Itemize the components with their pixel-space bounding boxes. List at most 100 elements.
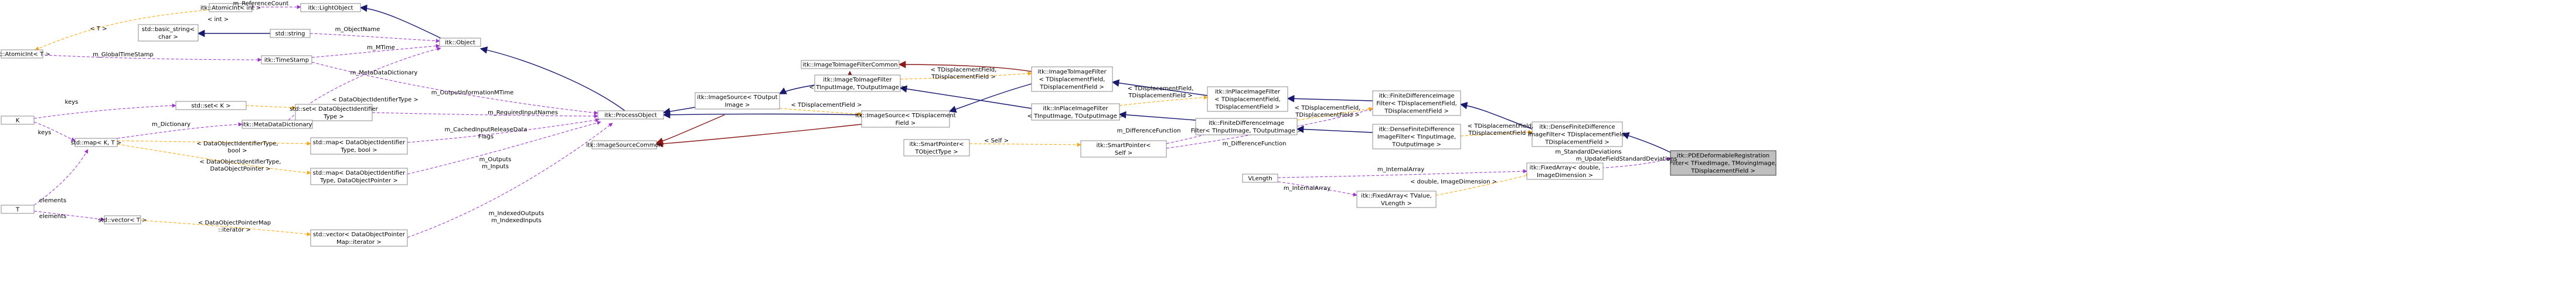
edge-label-l_difffn2: m_DifferenceFunction xyxy=(1223,141,1287,147)
edge-label-l_self: < Self > xyxy=(984,138,1009,144)
node-box-fdTDF[interactable] xyxy=(1372,90,1461,116)
edge-label-l_dblimg: < double, ImageDimension > xyxy=(1410,179,1497,185)
node-label-setDOI: Type > xyxy=(323,114,344,120)
node-box-T[interactable] xyxy=(1,205,35,214)
edge-label-l_dict: m_Dictionary xyxy=(152,121,190,128)
node-box-mapDOIbool[interactable] xyxy=(310,137,408,155)
node-label-dfdTIn: ImageFilter< TInputImage, xyxy=(1377,134,1456,141)
edge-label-l_keys2: keys xyxy=(38,130,52,136)
edge-label-l_tdf5b: TDisplacementField > xyxy=(1468,130,1533,137)
node-box-fixedarrayTV[interactable] xyxy=(1356,191,1437,208)
node-label-imagesourceTDF: Field > xyxy=(896,120,916,127)
text-layer: itk::AtomicInt< int >itk::LightObjectstd… xyxy=(0,5,1777,246)
node-box-processobject[interactable] xyxy=(597,110,664,120)
edge-label-l_inputs: m_Inputs xyxy=(482,164,509,170)
edge-label-l_doit_bool2: bool > xyxy=(228,148,247,154)
node-box-inplaceTDF[interactable] xyxy=(1207,86,1288,112)
edge-compose-timestamp-processobject xyxy=(311,62,598,115)
edge-label-l_tdf3a: < TDisplacementField, xyxy=(1128,86,1194,92)
node-box-object[interactable] xyxy=(439,38,481,47)
edge-label-l_int: < int > xyxy=(207,16,229,23)
node-label-smartpointerSelf: Self > xyxy=(1115,150,1132,157)
edge-inherit-imagetoimageTIn-imagesourceTOut xyxy=(778,84,815,94)
node-box-mapKT[interactable] xyxy=(74,138,118,147)
node-box-imagesourceTOut[interactable] xyxy=(695,92,780,110)
edge-template-atomicint-atomicT xyxy=(35,9,210,50)
node-box-vlength[interactable] xyxy=(1242,174,1278,183)
edge-label-l_T1: < T > xyxy=(90,26,107,32)
node-label-imagetoimageTIn: < TInputImage, TOutputImage > xyxy=(809,84,906,91)
edge-inherit-pde-dfdTDF xyxy=(1621,132,1671,153)
node-label-inplaceTIn: itk::InPlaceImageFilter xyxy=(1043,106,1108,112)
edge-inherit-object-lightobject xyxy=(359,4,441,39)
node-label-mapDOIbool: std::map< DataObjectIdentifier xyxy=(313,140,406,146)
node-box-setDOI[interactable] xyxy=(295,104,373,121)
edge-label-l_internal2: m_InternalArray xyxy=(1284,185,1330,192)
node-box-pde[interactable] xyxy=(1670,150,1777,176)
node-box-imagetoimagecommon[interactable] xyxy=(801,60,900,69)
edge-label-l_objname: m_ObjectName xyxy=(335,26,380,33)
edge-label-l_dopm2: ::iterator > xyxy=(218,227,251,233)
node-box-atomicint[interactable] xyxy=(209,3,253,12)
node-box-fdTIn[interactable] xyxy=(1195,118,1298,135)
node-box-dfdTIn[interactable] xyxy=(1372,124,1461,149)
node-label-processobject: itk::ProcessObject xyxy=(604,113,657,119)
node-box-imagetoimageTDF[interactable] xyxy=(1031,66,1113,92)
node-box-timestamp[interactable] xyxy=(261,55,312,64)
node-box-atomicT[interactable] xyxy=(1,49,43,59)
node-box-K[interactable] xyxy=(1,115,35,125)
edge-compose-atomicT-timestamp xyxy=(35,54,262,62)
edge-label-l_tdf4a: < TDisplacementField, xyxy=(1295,105,1361,111)
node-label-basicstring: char > xyxy=(158,34,178,40)
node-box-setK[interactable] xyxy=(175,101,247,110)
edge-label-l_tdf4b: TDisplacementField > xyxy=(1295,112,1360,118)
edge-inherit-imagetoimageTDF-common xyxy=(898,60,1032,72)
node-box-metadict[interactable] xyxy=(241,120,313,129)
node-box-imagetoimageTIn[interactable] xyxy=(814,74,901,92)
edge-label-l_mtime: m_MTime xyxy=(367,45,395,51)
node-box-vectorDOP[interactable] xyxy=(310,229,408,247)
node-box-mapDOIptr[interactable] xyxy=(310,168,408,185)
node-label-imagesourceTOut: Image > xyxy=(725,102,750,108)
node-box-inplaceTIn[interactable] xyxy=(1031,103,1120,121)
edge-compose-K-setK xyxy=(33,103,176,119)
node-box-stdstring[interactable] xyxy=(270,29,311,38)
edge-label-l_internal1: m_InternalArray xyxy=(1377,166,1424,173)
node-label-vectorDOP: Map::iterator > xyxy=(336,239,382,246)
node-box-lightobject[interactable] xyxy=(300,3,361,12)
node-label-dfdTIn: TOutputImage > xyxy=(1391,142,1441,148)
edge-inherit-inplaceTDF-imagetoimageTDF xyxy=(1111,79,1208,96)
node-box-basicstring[interactable] xyxy=(138,24,199,42)
edge-template-setK-setDOI xyxy=(246,105,296,110)
node-box-fixedarrayDbl[interactable] xyxy=(1526,162,1604,180)
edge-compose-T-mapKT xyxy=(33,149,89,206)
edge-inherit-fdTDF-inplaceTDF xyxy=(1287,95,1373,103)
edge-inherit-dfdTIn-fdTIn xyxy=(1296,125,1373,133)
node-box-smartpointerSelf[interactable] xyxy=(1080,140,1167,158)
node-label-pde: Filter< TFixedImage, TMovingImage, xyxy=(1670,161,1777,167)
edge-template-imagesourceTOut-TDF xyxy=(779,108,862,117)
node-label-dfdTDF: TDisplacementField > xyxy=(1544,140,1609,146)
node-box-dfdTDF[interactable] xyxy=(1532,121,1623,147)
node-label-fixedarrayDbl: itk::FixedArray< double, xyxy=(1530,165,1601,171)
node-box-smartpointerTOT[interactable] xyxy=(903,139,970,157)
edge-label-l_cached2: Flags xyxy=(478,134,494,140)
node-label-lightobject: itk::LightObject xyxy=(308,5,353,12)
edge-label-l_reqin: m_RequiredInputNames xyxy=(488,110,558,116)
node-label-inplaceTDF: TDisplacementField > xyxy=(1215,104,1280,111)
node-layer xyxy=(1,3,1777,247)
node-box-imagesourcecommon[interactable] xyxy=(591,140,657,149)
node-label-mapKT: std::map< K, T > xyxy=(71,140,122,147)
edge-compose-setDOI-processobject xyxy=(372,112,598,118)
node-label-metadict: itk::MetaDataDictionary xyxy=(242,122,312,128)
node-label-mapDOIptr: std::map< DataObjectIdentifier xyxy=(313,170,406,176)
node-box-vectorT[interactable] xyxy=(104,215,141,225)
edge-label-l_doit_bool1: < DataObjectIdentifierType, xyxy=(196,141,278,147)
node-label-imagetoimagecommon: itk::ImageToImageFilterCommon xyxy=(802,62,897,69)
edge-label-l_gts: m_GlobalTimeStamp xyxy=(93,52,154,58)
node-box-imagesourceTDF[interactable] xyxy=(861,110,950,128)
edge-label-l_tdf1: < TDisplacementField > xyxy=(791,102,862,108)
edge-label-l_idxout: m_IndexedOutputs xyxy=(489,210,544,217)
node-label-vlength: VLength xyxy=(1248,176,1272,182)
